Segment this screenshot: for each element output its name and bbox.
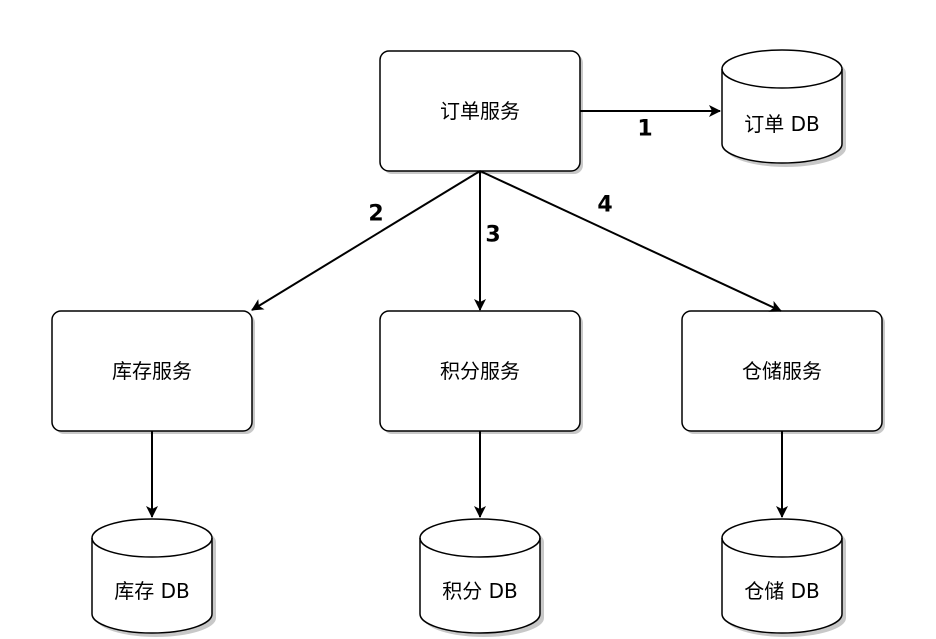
warehouse-db-label: 仓储 DB <box>744 579 819 603</box>
points-db-label: 积分 DB <box>442 579 517 603</box>
inventory-service-label: 库存服务 <box>112 359 192 383</box>
warehouse-db-node[interactable]: 仓储 DB <box>721 518 846 637</box>
order-db-label: 订单 DB <box>744 112 819 136</box>
inventory-db-node[interactable]: 库存 DB <box>91 518 216 637</box>
edge-label-3: 3 <box>485 223 500 248</box>
order-service-node[interactable]: 订单服务 <box>379 50 583 174</box>
edge-label-2: 2 <box>368 202 383 227</box>
edge-label-4: 4 <box>597 193 612 218</box>
edge-order-to-warehouse <box>479 170 782 312</box>
order-service-label: 订单服务 <box>440 99 520 123</box>
points-service-label: 积分服务 <box>440 359 520 383</box>
inventory-db-label: 库存 DB <box>114 579 189 603</box>
edge-order-to-inventory <box>251 170 481 311</box>
warehouse-service-node[interactable]: 仓储服务 <box>681 310 885 434</box>
inventory-service-node[interactable]: 库存服务 <box>51 310 255 434</box>
points-service-node[interactable]: 积分服务 <box>379 310 583 434</box>
points-db-node[interactable]: 积分 DB <box>419 518 544 637</box>
edge-label-1: 1 <box>637 117 652 142</box>
warehouse-service-label: 仓储服务 <box>742 359 822 383</box>
order-db-node[interactable]: 订单 DB <box>721 49 846 167</box>
